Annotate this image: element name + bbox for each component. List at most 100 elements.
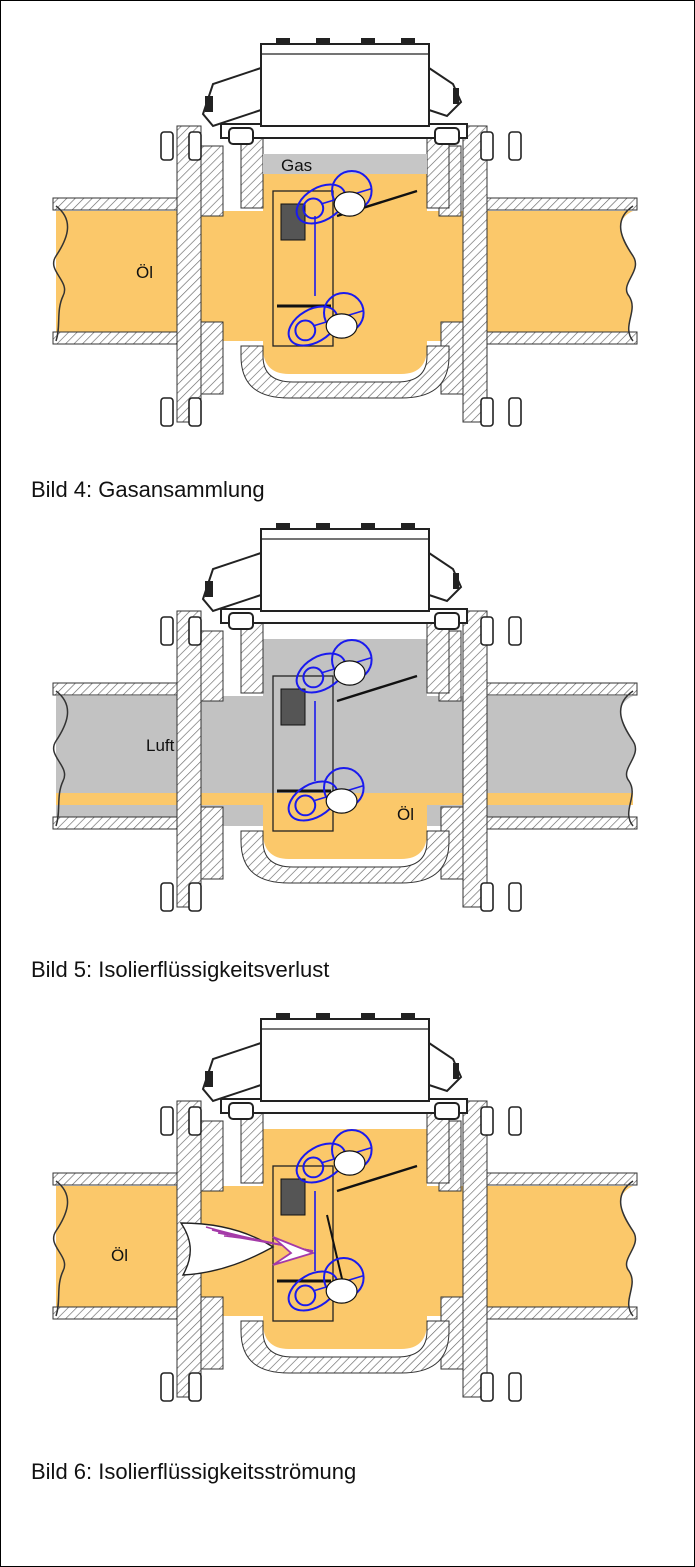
terminal-box <box>260 1018 430 1102</box>
terminal-box <box>260 528 430 612</box>
bolt <box>508 1372 522 1402</box>
bolt <box>188 882 202 912</box>
bolt <box>480 131 494 161</box>
flange-right <box>462 610 488 908</box>
float-mechanism <box>287 1129 373 1312</box>
pipe-break-right <box>619 1180 637 1317</box>
lid-screw <box>361 38 375 45</box>
float-outline <box>295 183 347 225</box>
float-body <box>333 191 366 217</box>
bolt <box>160 1372 174 1402</box>
reed-contact-top <box>280 203 306 241</box>
pipe-wall-bottom-right <box>486 331 638 345</box>
housing-side-left <box>240 1110 264 1184</box>
float-outline <box>287 305 339 347</box>
gas-cap <box>263 154 427 174</box>
lid-screw <box>316 1013 330 1020</box>
cable-gland-left <box>201 1041 262 1103</box>
bolt <box>508 397 522 427</box>
lid-screw <box>276 523 290 530</box>
pipe-break-right <box>619 690 637 827</box>
cable-gland-right-cap <box>453 88 459 104</box>
housing-side-right <box>426 620 450 694</box>
housing-side-left <box>240 620 264 694</box>
float-outline <box>287 780 339 822</box>
oil-label: Öl <box>111 1246 128 1265</box>
lid-screw <box>316 38 330 45</box>
cable-gland-left <box>201 551 262 613</box>
terminal-box <box>260 43 430 127</box>
cable-gland-left-cap <box>205 1071 213 1087</box>
figure-4-caption: Bild 4: Gasansammlung <box>31 477 265 502</box>
sump-oil-label: Öl <box>397 805 414 824</box>
pipe-break-right <box>619 205 637 342</box>
cover-screw-right <box>434 127 460 145</box>
pipe-wall-bottom-right <box>486 816 638 830</box>
bolt <box>188 616 202 646</box>
pipe-break-left <box>53 1180 69 1317</box>
float-pivot <box>294 319 317 342</box>
housing-wall-bottom-left <box>200 321 224 395</box>
cable-gland-left <box>201 66 262 128</box>
flange-left <box>176 610 202 908</box>
figure-5-caption: Bild 5: Isolierflüssigkeitsverlust <box>31 957 330 982</box>
housing-bottom <box>240 1320 450 1374</box>
cover-screw-left <box>228 1102 254 1120</box>
cable-gland-left-cap <box>205 96 213 112</box>
housing-wall-bottom-left <box>200 1296 224 1370</box>
bolt <box>480 616 494 646</box>
float-outline <box>287 1270 339 1312</box>
gas-label: Gas <box>281 156 312 175</box>
housing-wall-top-left <box>200 1120 224 1192</box>
bolt <box>160 131 174 161</box>
bolt <box>508 1106 522 1136</box>
lid-screw <box>401 523 415 530</box>
housing-wall-top-left <box>200 145 224 217</box>
reed-contact-top <box>280 688 306 726</box>
flange-right <box>462 125 488 423</box>
float-body <box>333 1150 366 1176</box>
cover-screw-right <box>434 1102 460 1120</box>
pipe-break-left <box>53 205 69 342</box>
bolt <box>480 1372 494 1402</box>
bolt <box>188 1106 202 1136</box>
oil-label: Öl <box>136 263 153 282</box>
float-body <box>325 313 358 339</box>
bolt <box>480 882 494 912</box>
lid-screw <box>361 1013 375 1020</box>
pipe-wall-top-right <box>486 682 638 696</box>
float-mechanism <box>287 639 373 822</box>
reed-contact-top <box>280 1178 306 1216</box>
lid-screw <box>401 1013 415 1020</box>
cover-screw-left <box>228 612 254 630</box>
housing-bottom <box>240 345 450 399</box>
damper-flap <box>336 1164 418 1193</box>
pipe-wall-bottom-right <box>486 1306 638 1320</box>
flange-right <box>462 1100 488 1398</box>
cable-gland-right-cap <box>453 573 459 589</box>
pipe-break-left <box>53 690 69 827</box>
cable-gland-left-cap <box>205 581 213 597</box>
housing-side-right <box>426 1110 450 1184</box>
lid-screw <box>316 523 330 530</box>
deflected-flap <box>326 1214 344 1284</box>
flow-arrowhead <box>272 1236 316 1266</box>
housing-side-right <box>426 135 450 209</box>
pipe-wall-top-right <box>486 1172 638 1186</box>
lid-screw <box>361 523 375 530</box>
flange-left <box>176 125 202 423</box>
float-pivot <box>302 666 325 689</box>
air-label: Luft <box>146 736 175 755</box>
flow-arrow <box>179 1214 344 1284</box>
bolt <box>508 882 522 912</box>
lid-screw <box>276 1013 290 1020</box>
pipe-wall-top-right <box>486 197 638 211</box>
bolt <box>480 397 494 427</box>
float-body <box>325 1278 358 1304</box>
bolt <box>188 1372 202 1402</box>
cover-screw-left <box>228 127 254 145</box>
housing-wall-top-left <box>200 630 224 702</box>
float-outline <box>295 652 347 694</box>
